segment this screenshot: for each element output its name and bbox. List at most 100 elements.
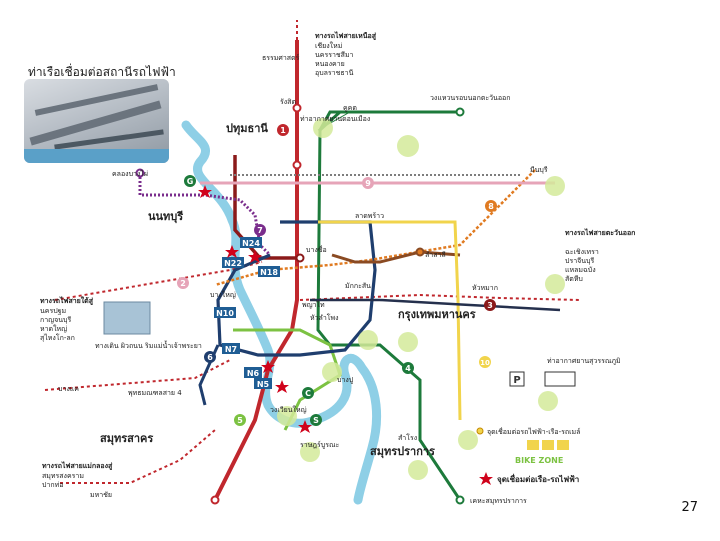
zone-circle [408,460,428,480]
station-kheha: เคหะสมุทรปราการ [470,497,527,505]
svg-text:10: 10 [480,359,490,367]
south-rail-label: ทางรถไฟสายใต้สู่ [40,296,94,306]
svg-text:8: 8 [488,202,494,211]
province-nonthaburi: นนทบุรี [148,210,183,224]
station-bang-khae: บางแค [58,385,79,393]
interchange-star [275,380,289,393]
station-rangsit: รังสิต [280,98,296,106]
svg-text:ปราจีนบุรี: ปราจีนบุรี [565,257,594,265]
svg-text:สุไหงโก-ลก: สุไหงโก-ลก [40,333,75,342]
pier-label-n22: N22 [222,257,244,268]
interchange-star [298,420,312,433]
zone-circle [545,274,565,294]
station-makkasan: มักกะสัน [345,282,371,290]
north-rail-dest: เชียงใหม่ [315,41,342,50]
station-dot [210,495,220,505]
station-phaya-thai: พญาไท [302,300,325,309]
svg-text:N10: N10 [216,309,234,318]
legend-parking-bike: P [509,371,576,387]
svg-text:สมุทรสงคราม: สมุทรสงคราม [42,472,84,480]
station-hua-mak: หัวหมาก [472,284,498,292]
north-rail-label: ทางรถไฟสายเหนือสู่ [315,31,377,41]
legend-interchange-1: จุดเชื่อมต่อรถไฟฟ้า-เรือ-รถเมล์ [487,427,580,436]
zone-circle [397,135,419,157]
station-dot [292,103,302,113]
svg-text:ฉะเชิงเทรา: ฉะเชิงเทรา [565,248,599,256]
station-bang-sue: บางซื่อ [306,245,327,254]
boat-photo [103,301,151,335]
maeklong-label: ทางรถไฟสายแม่กลองสู่ [42,461,113,471]
station-khlong-bang-phai: คลองบางไผ่ [112,169,148,178]
station-maha-chai: มหาชัย [90,491,112,499]
zone-circle [538,391,558,411]
station-dot [455,107,465,117]
province-pathum-thani: ปทุมธานี [226,122,268,136]
interchange-star [225,245,239,258]
light-green-line [233,328,342,431]
orange-line [214,169,536,287]
zone-circle [322,362,342,382]
line-badge-4: 4 [402,362,414,374]
zone-circle [277,406,297,426]
province-bangkok: กรุงเทพมหานคร [398,308,476,322]
station-phutthamonthon: พุทธมณฑลสาย 4 [128,389,182,397]
station-min-buri: มีนบุรี [530,166,548,174]
legend-bike-zone: BIKE ZONE [515,456,563,465]
station-bang-pu: บางปู [337,376,354,384]
svg-text:G: G [187,177,194,186]
svg-text:7: 7 [257,226,263,235]
interchange-star [198,185,212,198]
line-badge-1: 1 [277,124,289,136]
page-number: 27 [681,500,698,515]
red-dotted-sw [44,359,231,391]
interchange-star [261,360,275,373]
svg-text:N18: N18 [260,268,278,277]
station-khu-khot: คูคต [343,104,357,112]
pier-label-n18: N18 [258,266,280,277]
station-hua-lamphong: หัวลำโพง [310,313,339,322]
green-line [316,110,462,501]
svg-text:กาญจนบุรี: กาญจนบุรี [40,316,71,324]
line-badge-c: C [302,387,314,399]
pier-label-n24: N24 [240,237,262,248]
station-dot [455,495,465,505]
svg-text:C: C [305,389,311,398]
svg-text:N5: N5 [257,380,270,389]
svg-text:N22: N22 [224,259,242,268]
legend-icons [527,440,569,450]
pier-label-n7: N7 [222,343,240,354]
boat-caption: ทางเดิน ผิวถนน ริมแม่น้ำเจ้าพระยา [95,339,202,350]
navy-line [310,298,561,312]
chao-phraya-river [181,120,382,505]
zone-circle [300,442,320,462]
station-ratchaburana: ราษฎร์บูรณะ [300,441,339,449]
inset-photo-pier [24,79,169,163]
station-don-mueang: ท่าอากาศยานดอนเมือง [300,115,370,123]
legend-interchange-2: จุดเชื่อมต่อเรือ-รถไฟฟ้า [497,473,579,485]
east-rail-label: ทางรถไฟสายตะวันออก [565,228,635,237]
line-badge-5: 5 [234,414,246,426]
svg-text:S: S [313,416,319,425]
svg-text:N24: N24 [242,239,260,248]
svg-text:แหลมฉบัง: แหลมฉบัง [565,266,596,274]
svg-text:หาดใหญ่: หาดใหญ่ [40,324,67,333]
svg-text:สัตหีบ: สัตหีบ [565,275,583,283]
station-dot [295,253,305,263]
svg-text:9: 9 [365,179,371,188]
legend-star [479,472,493,485]
svg-text:2: 2 [180,279,186,288]
station-dot [415,247,425,257]
blue-line [216,220,377,357]
svg-text:5: 5 [237,416,243,425]
station-lat-phrao: ลาดพร้าว [355,212,384,220]
legend-marker-yellow [476,427,484,435]
pier-label-n10: N10 [214,307,236,318]
svg-text:นครปฐม: นครปฐม [40,307,66,315]
svg-text:1: 1 [280,126,286,135]
zone-circle [358,330,378,350]
station-bang-yai: บางใหญ่ [210,290,236,299]
svg-text:3: 3 [487,301,493,310]
svg-text:4: 4 [405,364,411,373]
station-samrong: สำโรง [398,433,417,442]
